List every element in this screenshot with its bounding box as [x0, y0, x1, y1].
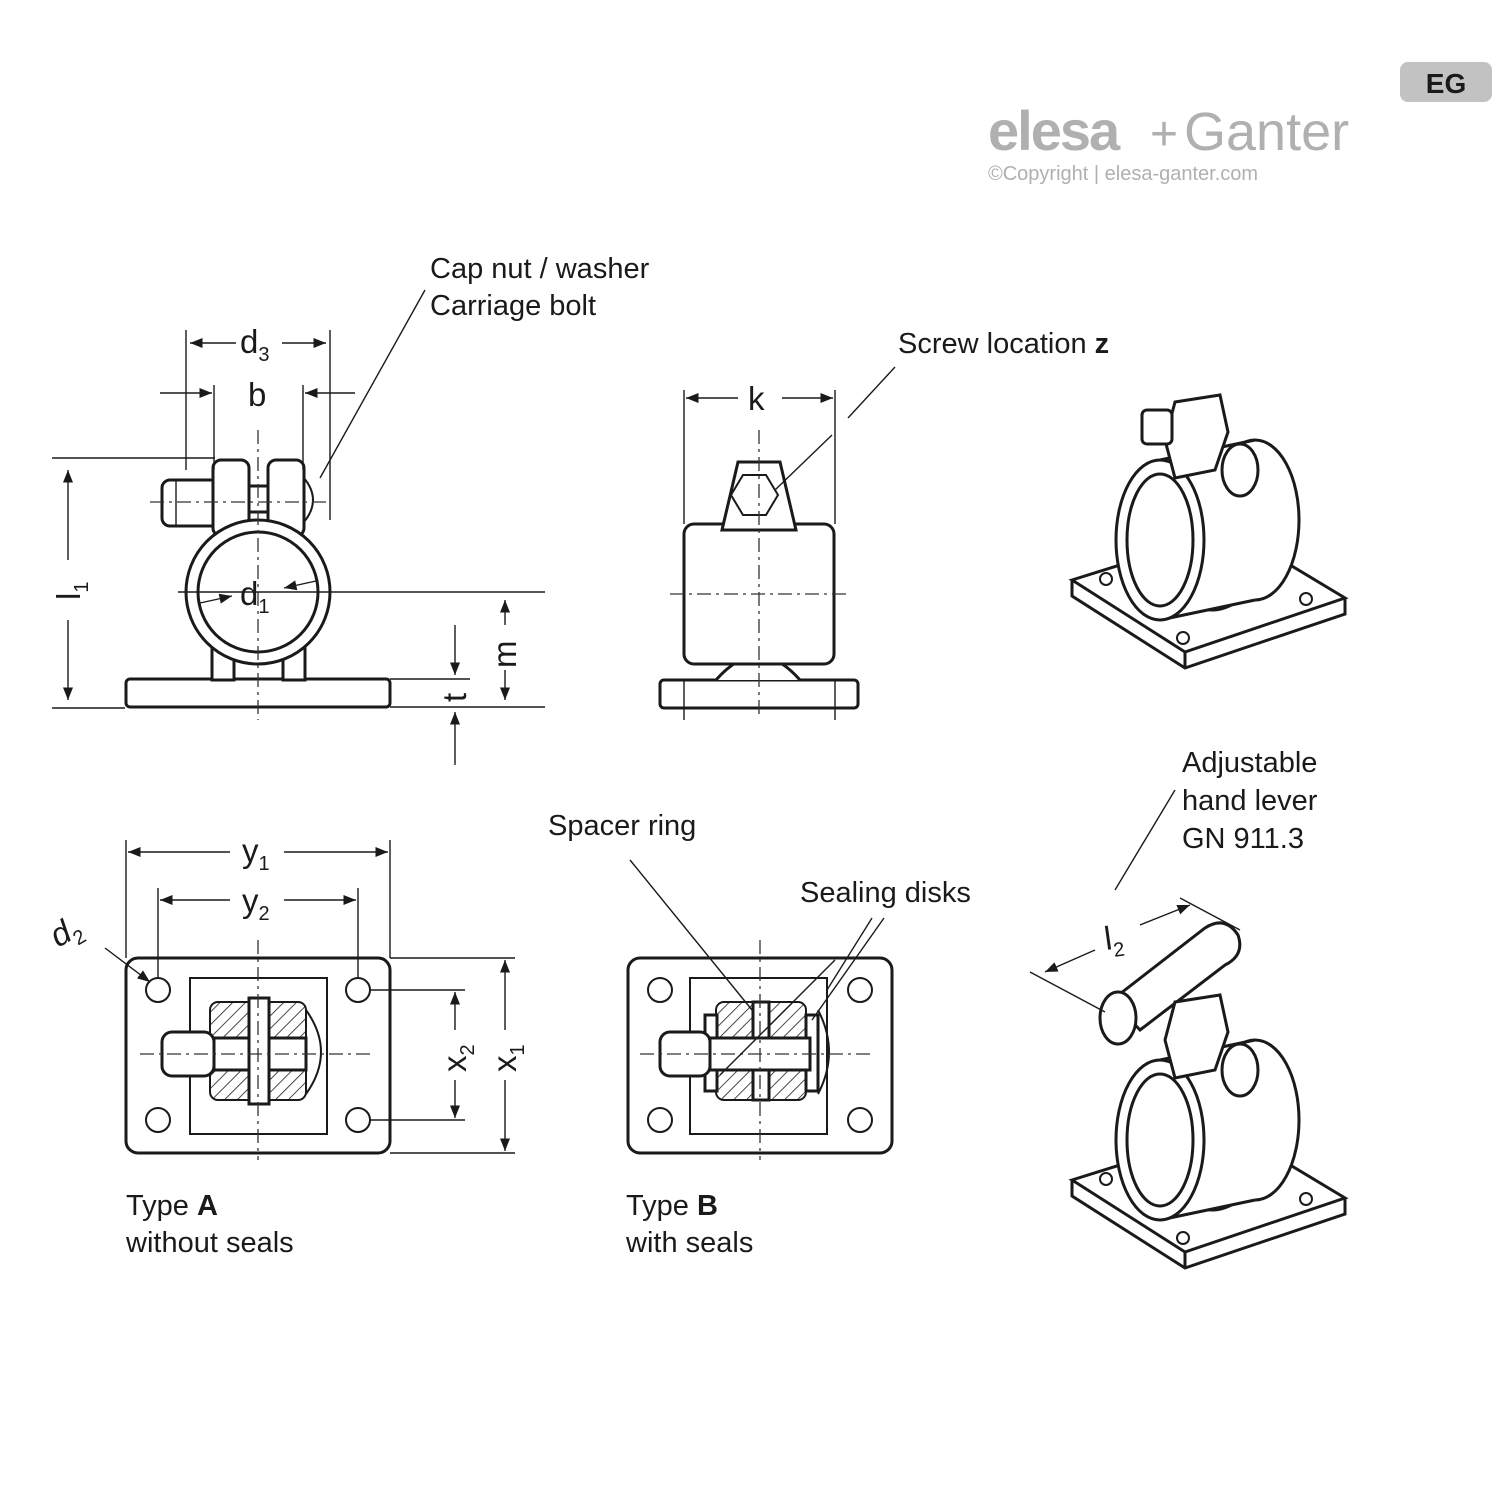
dim-d2: d2: [43, 907, 90, 959]
logo-elesa: elesa: [988, 99, 1121, 162]
logo-ganter: Ganter: [1184, 102, 1349, 162]
label-sealing-disks: Sealing disks: [800, 877, 971, 909]
label-carriage-bolt: Carriage bolt: [430, 290, 596, 322]
dim-d3: d3: [240, 323, 269, 366]
label-gn-911: GN 911.3: [1182, 823, 1304, 855]
mount-hole: [847, 1107, 873, 1133]
side-view: k: [658, 366, 896, 720]
top-view-type-b: [626, 859, 894, 1160]
type-a-title: Type A: [126, 1190, 218, 1222]
label-spacer-ring: Spacer ring: [548, 810, 696, 842]
dim-x1: x1: [486, 1044, 529, 1072]
front-view: d1 d3 b l1 m t: [50, 289, 545, 765]
dim-x2: x2: [436, 1044, 479, 1072]
dim-k: k: [748, 380, 765, 417]
hex-screw: [729, 474, 780, 516]
dim-m: m: [486, 641, 523, 669]
isometric-view-top: [1068, 393, 1349, 670]
hand-lever: [1109, 921, 1242, 1033]
type-a-description: without seals: [125, 1227, 294, 1259]
iso-cap-nut: [1163, 393, 1230, 480]
label-hand-lever: hand lever: [1182, 785, 1318, 817]
type-b-title: Type B: [626, 1190, 718, 1222]
brand-logo: EG elesa + Ganter ©Copyright | elesa-gan…: [988, 62, 1492, 185]
logo-plus: +: [1150, 108, 1178, 161]
dim-l1: l1: [50, 582, 93, 600]
top-view-type-a: y1 y2 d2 x1 x2: [43, 832, 529, 1160]
mount-hole: [847, 977, 873, 1003]
label-cap-nut: Cap nut / washer: [430, 253, 650, 285]
type-b-description: with seals: [625, 1227, 753, 1259]
dim-y2: y2: [242, 882, 270, 925]
dim-d1: d1: [240, 575, 269, 618]
label-screw-location: Screw location z: [898, 328, 1109, 360]
mount-hole: [647, 1107, 673, 1133]
dim-l2: l2: [1102, 918, 1126, 963]
copyright-text: ©Copyright | elesa-ganter.com: [988, 163, 1258, 185]
mount-hole: [145, 1107, 171, 1133]
isometric-view-lever: l2: [1029, 789, 1349, 1270]
badge-text: EG: [1426, 68, 1466, 99]
dim-t: t: [436, 693, 473, 702]
eg-badge: EG: [1400, 62, 1492, 102]
dim-b: b: [248, 376, 266, 413]
label-adjustable: Adjustable: [1182, 747, 1317, 779]
dim-y1: y1: [242, 832, 270, 875]
mount-hole: [647, 977, 673, 1003]
